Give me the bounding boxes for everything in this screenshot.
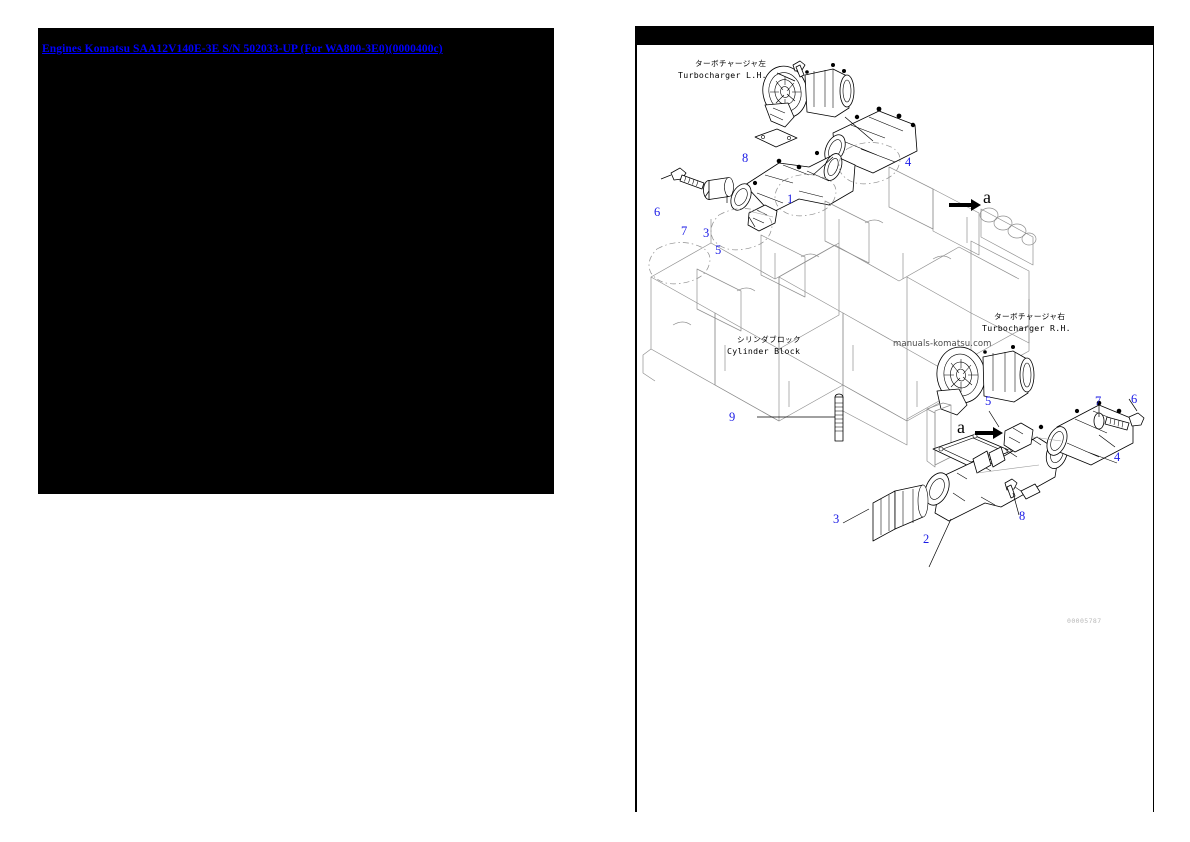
turbocharger-rh-drawing (936, 345, 1035, 416)
bolt-8-upper (792, 60, 806, 78)
callout-1-upper: 1 (787, 192, 794, 206)
bolt-upper (670, 167, 705, 190)
page-right-rule (1152, 26, 1154, 812)
callout-4-upper: 4 (905, 155, 912, 169)
callout-7-upper: 7 (681, 224, 688, 238)
section-marker-a-upper: a (983, 187, 991, 207)
section-marker-a-lower: a (957, 417, 965, 437)
label-cylinder-block-latin: Cylinder Block (727, 346, 801, 356)
stud-9 (834, 393, 844, 442)
gasket-upper (754, 128, 798, 148)
label-turbo-lh-cjk: ターボチャージャ左 (695, 59, 767, 68)
part-5-upper (747, 204, 778, 232)
callout-3-upper: 3 (703, 226, 710, 240)
part-3-lower (872, 484, 929, 542)
callout-6-upper: 6 (654, 205, 661, 219)
page-left-rule (635, 26, 637, 812)
callout-9-lower: 9 (729, 410, 736, 424)
bolt-lower (1093, 412, 1145, 431)
exploded-parts-diagram: .ln { fill:none; stroke:#000; stroke-wid… (637, 45, 1152, 810)
section-arrow-lower (975, 427, 1003, 439)
label-turbo-lh-latin: Turbocharger L.H. (678, 70, 767, 80)
document-title-link[interactable]: Engines Komatsu SAA12V140E-3E S/N 502033… (42, 43, 443, 55)
leader-lines-lower (757, 398, 1138, 568)
page-header-bar (636, 26, 1154, 45)
label-cylinder-block-cjk: シリンダブロック (737, 335, 801, 344)
callout-8-upper: 8 (742, 151, 749, 165)
document-preview-panel[interactable]: Engines Komatsu SAA12V140E-3E S/N 502033… (38, 28, 554, 494)
site-watermark: manuals-komatsu.com (893, 339, 992, 349)
callout-5-upper: 5 (715, 243, 722, 257)
diagram-vector: .ln { fill:none; stroke:#000; stroke-wid… (642, 60, 1145, 568)
part-3-upper (703, 177, 734, 200)
label-turbo-rh-latin: Turbocharger R.H. (982, 323, 1071, 333)
drawing-number: 00005787 (1067, 617, 1102, 625)
turbocharger-lh-drawing (762, 63, 855, 128)
callout-3-lower: 3 (833, 512, 840, 526)
callout-7-lower: 7 (1095, 394, 1102, 408)
leader-lines-upper (660, 72, 874, 228)
parts-diagram-panel: .ln { fill:none; stroke:#000; stroke-wid… (635, 26, 1154, 812)
section-arrow-upper (949, 199, 981, 211)
part-5-lower (1003, 422, 1034, 453)
callout-2-lower: 2 (923, 532, 930, 546)
callout-5-lower: 5 (985, 394, 992, 408)
callout-4-lower: 4 (1114, 450, 1121, 464)
callout-6-lower: 6 (1131, 392, 1138, 406)
manifold-segment-1 (730, 150, 856, 214)
riser-bracket (926, 402, 952, 468)
callout-8-lower: 8 (1019, 509, 1026, 523)
label-turbo-rh-cjk: ターボチャージャ右 (994, 312, 1066, 321)
bolt-8-lower (1004, 478, 1018, 499)
